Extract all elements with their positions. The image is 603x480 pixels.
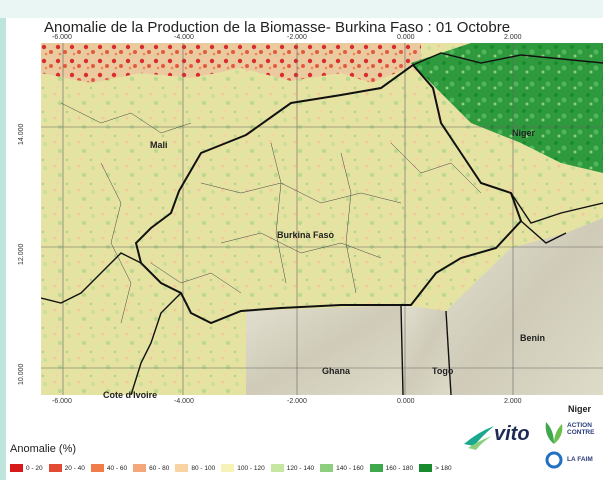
acf-line-1: ACTION: [567, 422, 592, 429]
label-niger-north: Niger: [512, 128, 536, 138]
label-cote: Cote d'Ivoire: [103, 390, 158, 400]
legend-item: 40 - 60: [90, 464, 128, 472]
tick-top-5: 2.000: [504, 34, 522, 41]
legend-item: 0 - 20: [10, 464, 43, 472]
map-title: Anomalie de la Production de la Biomasse…: [44, 19, 511, 36]
acf-plant-icon: [545, 422, 563, 469]
tick-bottom-2: -4.000: [174, 398, 194, 405]
acf-logo: ACTION CONTRE LA FAIM: [542, 416, 602, 474]
tick-bottom-1: -6.000: [52, 398, 72, 405]
legend-swatch: [270, 464, 284, 472]
north-dry-anomaly: [41, 43, 421, 83]
acf-line-3: LA FAIM: [567, 456, 593, 463]
legend-item: 20 - 40: [48, 464, 85, 472]
legend-swatch: [133, 464, 147, 472]
legend-label: 80 - 100: [191, 464, 216, 472]
legend-label: 160 - 180: [385, 464, 414, 472]
legend-swatch: [221, 464, 235, 472]
top-banner: [0, 0, 603, 18]
acf-line-2: CONTRE: [567, 429, 595, 436]
legend-label: 100 - 120: [237, 464, 265, 472]
vito-wordmark: vito: [494, 423, 530, 445]
label-ghana: Ghana: [322, 366, 351, 376]
vito-swoosh-icon: [464, 426, 494, 450]
legend-item: 120 - 140: [270, 464, 315, 472]
tick-bottom-5: 2.000: [504, 398, 522, 405]
legend-label: 0 - 20: [26, 464, 43, 472]
legend-item: 80 - 100: [175, 464, 215, 472]
label-mali: Mali: [150, 140, 168, 150]
legend-label: > 180: [435, 464, 452, 472]
legend-item: 140 - 160: [320, 464, 364, 472]
tick-left-3: 10.000: [18, 363, 25, 385]
legend-item: 60 - 80: [133, 464, 169, 472]
legend-title: Anomalie (%): [10, 443, 77, 455]
legend-label: 140 - 160: [336, 464, 364, 472]
benin-relief: [446, 218, 603, 395]
tick-left-2: 12.000: [18, 243, 25, 265]
tick-left-1: 14.000: [18, 123, 25, 145]
legend-swatch: [320, 464, 334, 472]
legend-swatch: [48, 464, 62, 472]
burkina-border: [134, 63, 523, 325]
tick-bottom-3: -2.000: [287, 398, 307, 405]
legend-swatch: [90, 464, 104, 472]
legend-swatch: [10, 464, 23, 472]
tick-top-2: -4.000: [174, 34, 194, 41]
legend: 0 - 20 20 - 40 40 - 60 60 - 80 80 - 100 100 -…: [10, 463, 458, 473]
label-benin: Benin: [520, 333, 546, 343]
legend-label: 40 - 60: [106, 464, 128, 472]
legend-label: 60 - 80: [149, 464, 170, 472]
legend-swatch: [175, 464, 189, 472]
label-togo: Togo: [432, 366, 454, 376]
admin-boundaries: [60, 102, 482, 324]
niger-green-anomaly: [411, 43, 603, 173]
legend-item: 100 - 120: [221, 464, 265, 472]
label-burkina: Burkina Faso: [277, 230, 335, 240]
legend-label: 20 - 40: [64, 464, 85, 472]
legend-item: 160 - 180: [369, 464, 414, 472]
tick-bottom-4: 0.000: [397, 398, 415, 405]
togo-relief: [401, 305, 451, 395]
ghana-relief: [246, 305, 403, 395]
label-niger-south: Niger: [568, 404, 592, 414]
legend-swatch: [419, 464, 433, 472]
legend-item: > 180: [419, 464, 452, 472]
legend-swatch: [369, 464, 383, 472]
tick-top-1: -6.000: [52, 34, 72, 41]
tick-top-4: 0.000: [397, 34, 415, 41]
country-borders: [41, 52, 603, 395]
map-grid: [41, 43, 603, 395]
vito-logo: vito: [462, 418, 542, 458]
tick-top-3: -2.000: [287, 34, 307, 41]
map-svg: [41, 43, 603, 395]
map-area[interactable]: [41, 43, 603, 395]
legend-label: 120 - 140: [286, 464, 315, 472]
